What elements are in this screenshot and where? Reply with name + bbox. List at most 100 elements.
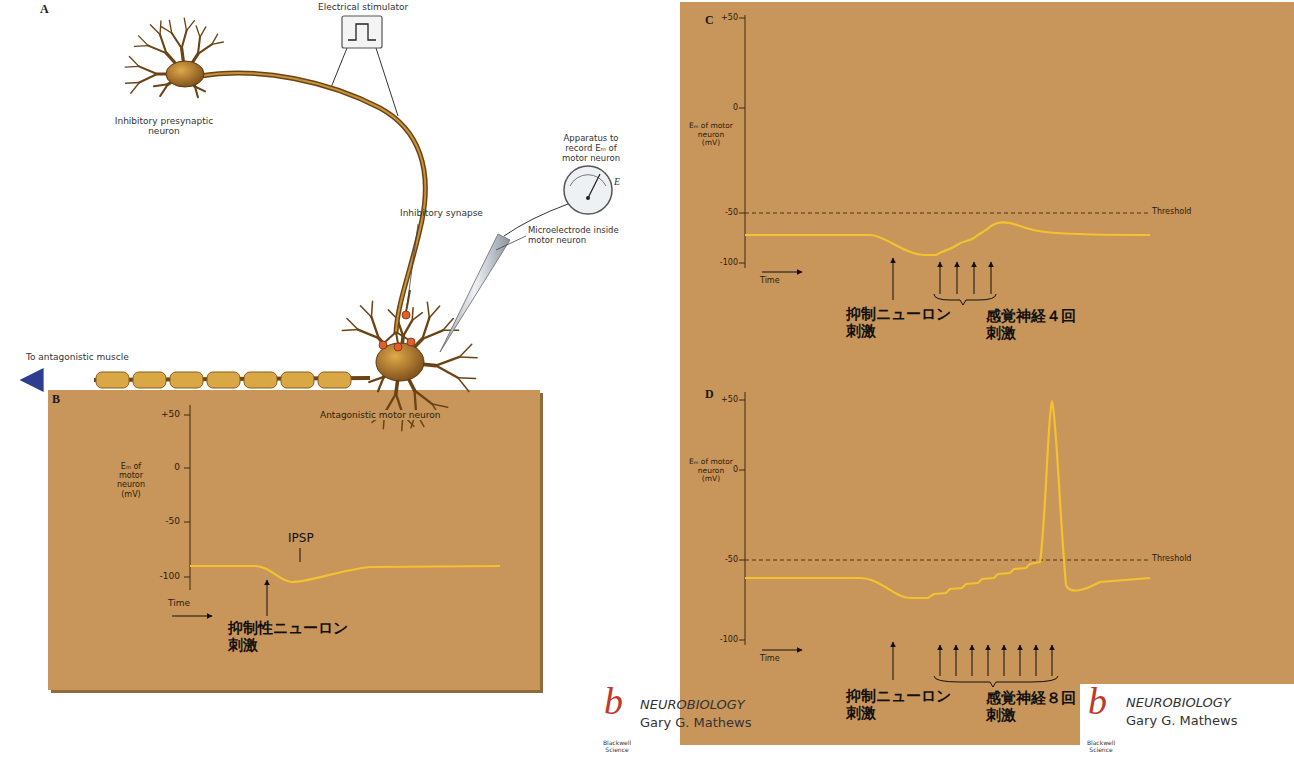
graph-panel: CD <box>680 2 1294 745</box>
dendrite <box>161 26 172 33</box>
label: -50 <box>706 208 738 217</box>
dendrite <box>169 20 171 33</box>
dendrite <box>168 74 185 84</box>
dendrite <box>135 45 149 47</box>
dendrite <box>166 53 185 74</box>
logo-box: bNEUROBIOLOGYGary G. MathewsBlackwell Sc… <box>1080 684 1294 762</box>
label: 抑制ニューロン 刺激 <box>846 306 968 341</box>
label: Inhibitory synapse <box>400 208 483 218</box>
dendrite <box>443 319 453 331</box>
dendrite <box>371 301 372 317</box>
leader-line <box>407 224 418 306</box>
label: -50 <box>706 555 738 564</box>
dendrite <box>212 42 224 44</box>
dendrite <box>403 320 412 336</box>
dendrite <box>422 330 443 339</box>
label: Time <box>760 654 780 663</box>
dendrite-tree <box>125 18 477 430</box>
dendrite <box>150 25 160 35</box>
dendrite <box>347 318 358 329</box>
label: IPSP <box>288 532 314 546</box>
label: A <box>40 3 49 17</box>
label: To antagonistic muscle <box>26 352 129 362</box>
dendrite <box>139 36 149 46</box>
dendrite <box>182 48 185 74</box>
dendrite <box>436 357 460 366</box>
label: b <box>604 680 623 724</box>
label: -50 <box>148 516 180 526</box>
dendrite <box>388 310 397 319</box>
dendrite <box>400 336 403 362</box>
dendrite <box>198 37 200 54</box>
myelin-segment <box>170 372 203 388</box>
dendrite <box>160 84 168 96</box>
motor-axon <box>22 372 370 388</box>
label: Threshold <box>1152 207 1191 216</box>
node-text: NEUROBIOLOGY <box>1126 696 1231 711</box>
dendrite <box>185 74 195 87</box>
presynaptic-axon <box>200 73 425 344</box>
dendrite <box>458 377 476 379</box>
dendrite <box>411 308 413 321</box>
dendrite <box>159 21 161 35</box>
label: 0 <box>706 103 738 112</box>
label: 0 <box>148 462 180 472</box>
voltmeter <box>564 166 612 214</box>
dendrite <box>139 74 157 83</box>
node-text: Gary G. Mathews <box>1126 714 1237 729</box>
label: 抑制ニューロン 刺激 <box>846 688 968 723</box>
dendrite <box>195 87 205 92</box>
label: Time <box>760 276 780 285</box>
dendrite <box>429 306 439 318</box>
label: Microelectrode inside motor neuron <box>528 226 638 246</box>
motor-soma <box>376 343 424 381</box>
dendrite <box>400 362 415 391</box>
label: +50 <box>706 13 738 22</box>
dendrite <box>148 46 166 53</box>
dendrite <box>160 35 166 54</box>
dendrite <box>212 34 218 44</box>
myelin-segment <box>133 372 166 388</box>
dendrite <box>400 339 422 362</box>
dendrite <box>396 306 398 319</box>
label: Blackwell Science <box>600 740 634 754</box>
dendrite <box>154 84 168 86</box>
dendrite <box>187 21 195 31</box>
myelin-segment <box>96 372 129 388</box>
dendrite <box>131 83 140 94</box>
dendrite <box>397 319 403 336</box>
label: Threshold <box>1152 554 1191 563</box>
dendrite <box>196 26 200 37</box>
label: Time <box>168 598 190 608</box>
dendrite <box>371 317 378 338</box>
node-text: Blackwell Science <box>1084 740 1118 754</box>
dendrite <box>358 330 379 339</box>
label: NEUROBIOLOGY <box>640 698 745 713</box>
label: Eₘ of motor neuron (mV) <box>688 122 734 148</box>
myelin-segment <box>318 372 351 388</box>
label: 抑制性ニューロン 刺激 <box>228 620 360 655</box>
dendrite <box>125 66 139 68</box>
label: Eₘ of motor neuron (mV) <box>108 462 154 499</box>
dendrite <box>400 362 436 366</box>
dendrite <box>139 66 157 74</box>
presynaptic-soma <box>166 61 204 87</box>
label: Eₘ of motor neuron (mV) <box>688 458 734 484</box>
dendrite <box>459 356 477 358</box>
dendrite <box>195 87 198 98</box>
dendrite <box>184 18 186 31</box>
label: -100 <box>706 258 738 267</box>
label: Antagonistic motor neuron <box>318 410 442 420</box>
label: Apparatus to record Eₘ of motor neuron <box>552 134 630 163</box>
node-text: C <box>705 14 714 28</box>
dendrite <box>379 338 400 362</box>
myelin-segment <box>207 372 240 388</box>
label: 感覚神経８回 刺激 <box>986 690 1098 725</box>
dendrite <box>412 313 422 321</box>
dendrite <box>443 330 459 332</box>
dendrite <box>427 302 429 318</box>
dendrite <box>182 31 187 49</box>
label: -100 <box>148 571 180 581</box>
electrical-stimulator <box>330 16 398 116</box>
dendrite <box>436 366 458 378</box>
